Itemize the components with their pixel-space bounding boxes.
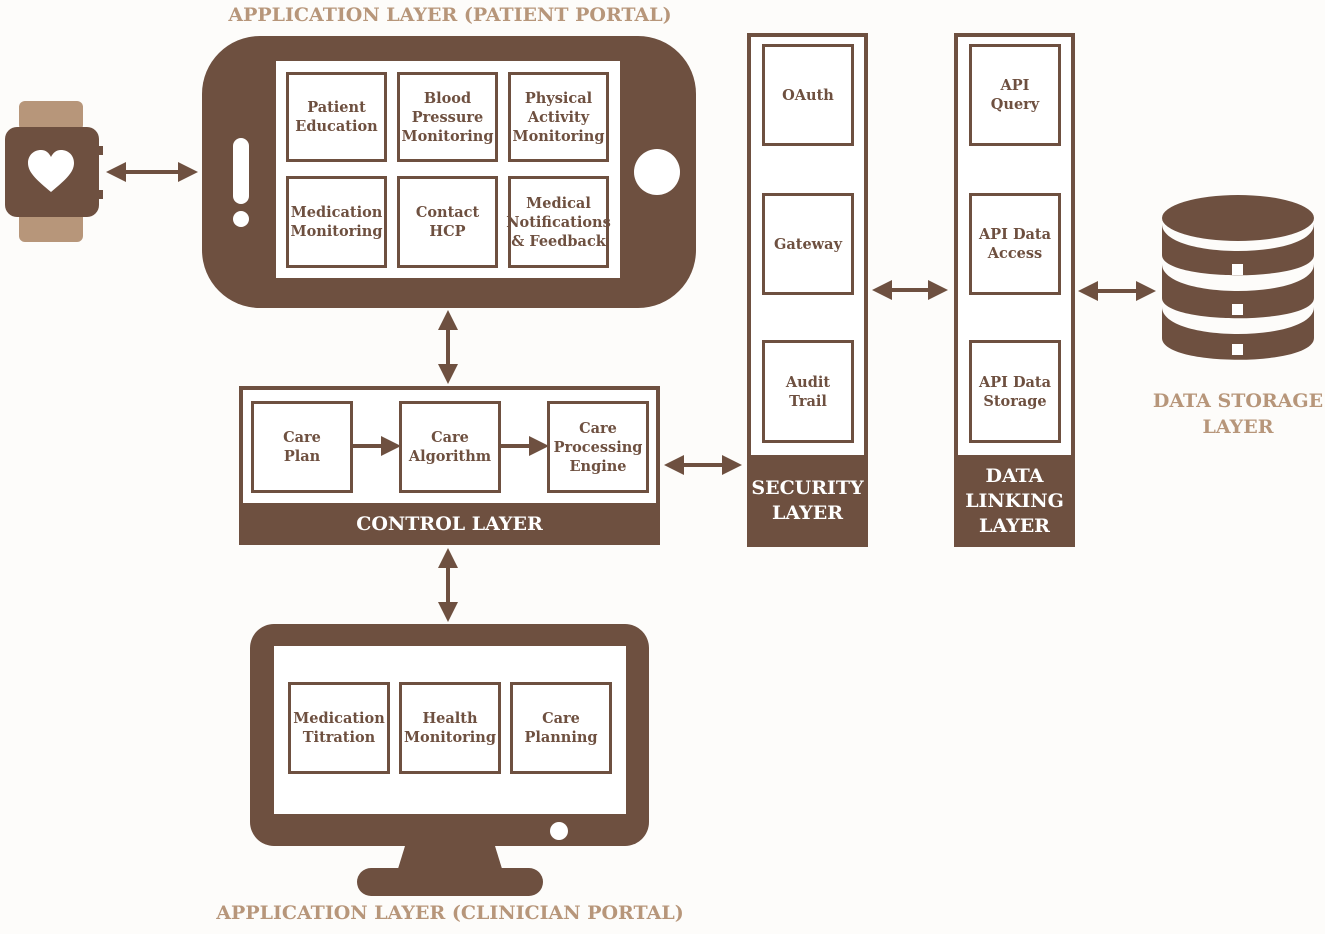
security-layer-label: SECURITY LAYER — [747, 455, 868, 547]
linking-item-api-data-access[interactable]: API Data Access — [969, 193, 1061, 295]
module-health-monitoring[interactable]: Health Monitoring — [399, 682, 501, 774]
module-physical-activity-monitoring[interactable]: Physical Activity Monitoring — [508, 72, 609, 162]
data-storage-layer-title: DATA STORAGE LAYER — [1152, 390, 1324, 438]
step-care-processing-engine[interactable]: Care Processing Engine — [547, 401, 649, 493]
control-layer-label: CONTROL LAYER — [239, 503, 660, 545]
security-item-audit-trail[interactable]: Audit Trail — [762, 340, 854, 443]
clinician-portal-title: APPLICATION LAYER (CLINICIAN PORTAL) — [216, 902, 684, 924]
data-linking-layer-label: DATA LINKING LAYER — [954, 455, 1075, 547]
module-medication-monitoring[interactable]: Medication Monitoring — [286, 176, 387, 268]
module-medication-titration[interactable]: Medication Titration — [288, 682, 390, 774]
database-icon — [1162, 195, 1314, 360]
security-item-oauth[interactable]: OAuth — [762, 44, 854, 146]
step-care-algorithm[interactable]: Care Algorithm — [399, 401, 501, 493]
linking-item-api-data-storage[interactable]: API Data Storage — [969, 340, 1061, 443]
module-blood-pressure-monitoring[interactable]: Blood Pressure Monitoring — [397, 72, 498, 162]
module-contact-hcp[interactable]: Contact HCP — [397, 176, 498, 268]
module-care-planning[interactable]: Care Planning — [510, 682, 612, 774]
module-patient-education[interactable]: Patient Education — [286, 72, 387, 162]
module-medical-notifications-feedback[interactable]: Medical Notifications & Feedback — [506, 176, 611, 268]
step-care-plan[interactable]: Care Plan — [251, 401, 353, 493]
security-item-gateway[interactable]: Gateway — [762, 193, 854, 295]
linking-item-api-query[interactable]: API Query — [969, 44, 1061, 146]
patient-portal-title: APPLICATION LAYER (PATIENT PORTAL) — [228, 4, 672, 26]
smartwatch-heart-icon — [5, 101, 103, 242]
